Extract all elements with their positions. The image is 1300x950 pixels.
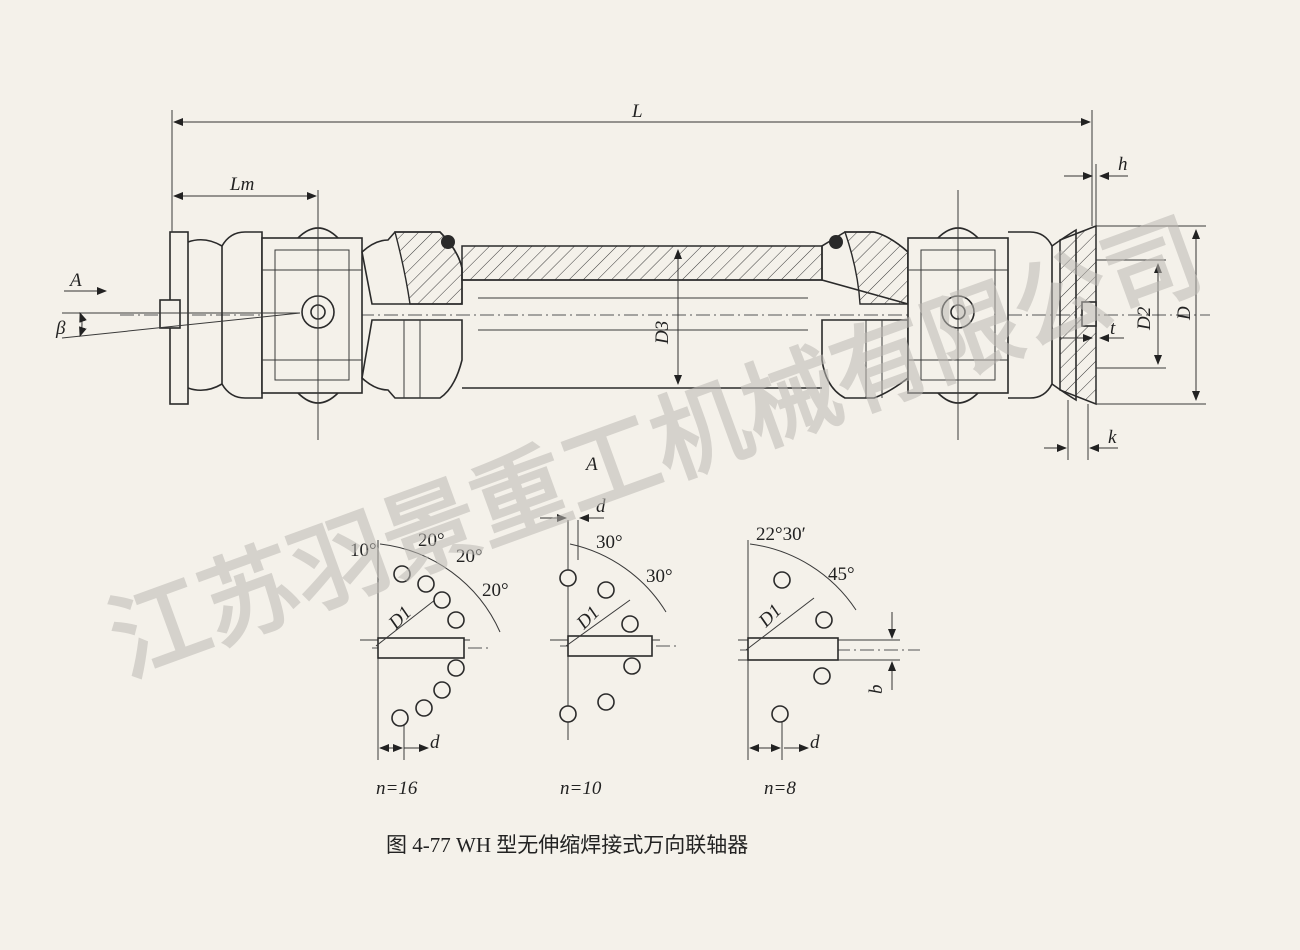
n8-pcd-label: D1: [754, 600, 786, 632]
n10-pcd-label: D1: [572, 602, 604, 634]
n8-angle-0: 22°30′: [756, 524, 806, 545]
n16-holes: [391, 565, 465, 727]
dim-label-D: D: [1174, 306, 1195, 321]
dim-label-D2: D2: [1134, 306, 1155, 331]
right-yoke-body: [1008, 231, 1053, 399]
n16-hole-label: d: [430, 732, 440, 753]
right-flange-key: [1081, 301, 1097, 327]
n16-pcd-label: D1: [384, 602, 416, 634]
n16-key: [377, 637, 465, 659]
n8-hole-label: d: [810, 732, 820, 753]
dim-label-beta: β: [55, 318, 66, 339]
n8-key: [747, 637, 839, 661]
n10-key: [567, 635, 653, 657]
n8-holes: [771, 571, 833, 723]
view-arrow-label-A: A: [68, 270, 82, 291]
n16-angle-1: 20°: [418, 530, 445, 551]
n16-angle-2: 20°: [456, 546, 483, 567]
n10-angle-1: 30°: [646, 566, 673, 587]
figure-caption: 图 4-77 WH 型无伸缩焊接式万向联轴器: [386, 833, 748, 857]
dim-label-k: k: [1108, 427, 1117, 448]
n16-count-label: n=16: [376, 778, 418, 799]
dimension-lines: L Lm A β D3 h D D2 t: [55, 101, 1206, 460]
section-view-label-A: A: [584, 454, 598, 475]
left-transition-lower: [361, 319, 463, 399]
tube-wall-section: [461, 245, 823, 281]
right-weld-bead: [829, 235, 843, 249]
n16-angle-3: 20°: [482, 580, 509, 601]
right-transition-lower: [821, 319, 909, 399]
n10-angle-0: 30°: [596, 532, 623, 553]
n8-count-label: n=8: [764, 778, 796, 799]
dim-label-t: t: [1110, 318, 1116, 339]
left-weld-bead: [441, 235, 455, 249]
dim-label-L: L: [631, 101, 643, 122]
main-assembly-view: [120, 190, 1210, 440]
n8-keyway-label: b: [866, 685, 887, 695]
left-flange-key: [159, 299, 181, 329]
left-flange-yoke: [187, 238, 223, 392]
n8-angle-1: 45°: [828, 564, 855, 585]
n16-angle-0: 10°: [350, 540, 377, 561]
dim-label-D3: D3: [652, 321, 673, 345]
dim-label-h: h: [1118, 154, 1128, 175]
dim-label-Lm: Lm: [229, 174, 254, 195]
n10-hole-label: d: [596, 496, 606, 517]
hole-pattern-n8: 22°30′ 45° D1 b d n=8: [738, 524, 920, 799]
n10-holes: [559, 569, 641, 723]
n10-count-label: n=10: [560, 778, 602, 799]
